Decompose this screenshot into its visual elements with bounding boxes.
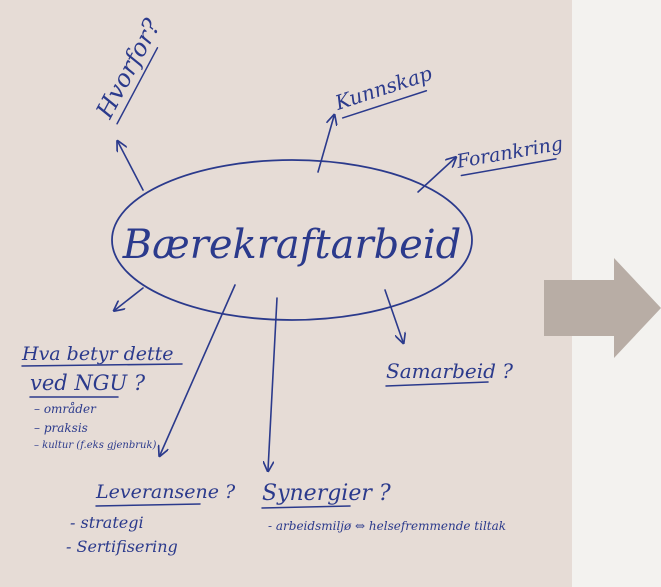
arrow-leveransene <box>160 284 236 455</box>
arrow-hvorfor <box>118 142 144 191</box>
hva-line1: Hva betyr dette <box>21 343 174 365</box>
synergier-label: Synergier ? <box>262 481 391 506</box>
samarbeid-label: Samarbeid ? <box>386 359 513 383</box>
center-ellipse <box>111 159 473 321</box>
hva-underline-1 <box>21 363 183 367</box>
flipchart-paper <box>0 0 572 587</box>
hva-item: – kultur (f.eks gjenbruk) <box>34 440 157 451</box>
right-arrow-icon <box>544 258 661 358</box>
arrow-synergier <box>268 297 278 470</box>
arrow-samarbeid <box>384 289 403 342</box>
leveransene-underline <box>95 503 201 507</box>
center-label: Bærekraftarbeid <box>122 222 462 268</box>
leveransene-item: - strategi <box>70 513 144 532</box>
hvorfor-underline <box>116 47 159 125</box>
samarbeid-underline <box>385 381 489 387</box>
kunnskap-underline <box>341 89 428 119</box>
leveransene-item: - Sertifisering <box>66 537 178 556</box>
synergier-underline <box>261 505 351 509</box>
hva-line2: ved NGU ? <box>30 371 146 395</box>
synergier-item: - arbeidsmiljø ⇔ helsefremmende tiltak <box>268 519 506 533</box>
hva-item: – praksis <box>34 421 88 435</box>
hva-item: – områder <box>34 401 97 416</box>
leveransene-label: Leveransene ? <box>95 481 236 503</box>
arrow-hva <box>115 287 144 310</box>
hva-list: – områder – praksis – kultur (f.eks gjen… <box>34 401 157 451</box>
arrow-forankring <box>417 158 455 193</box>
arrow-kunnskap <box>317 116 334 173</box>
forankring-underline <box>460 158 557 177</box>
